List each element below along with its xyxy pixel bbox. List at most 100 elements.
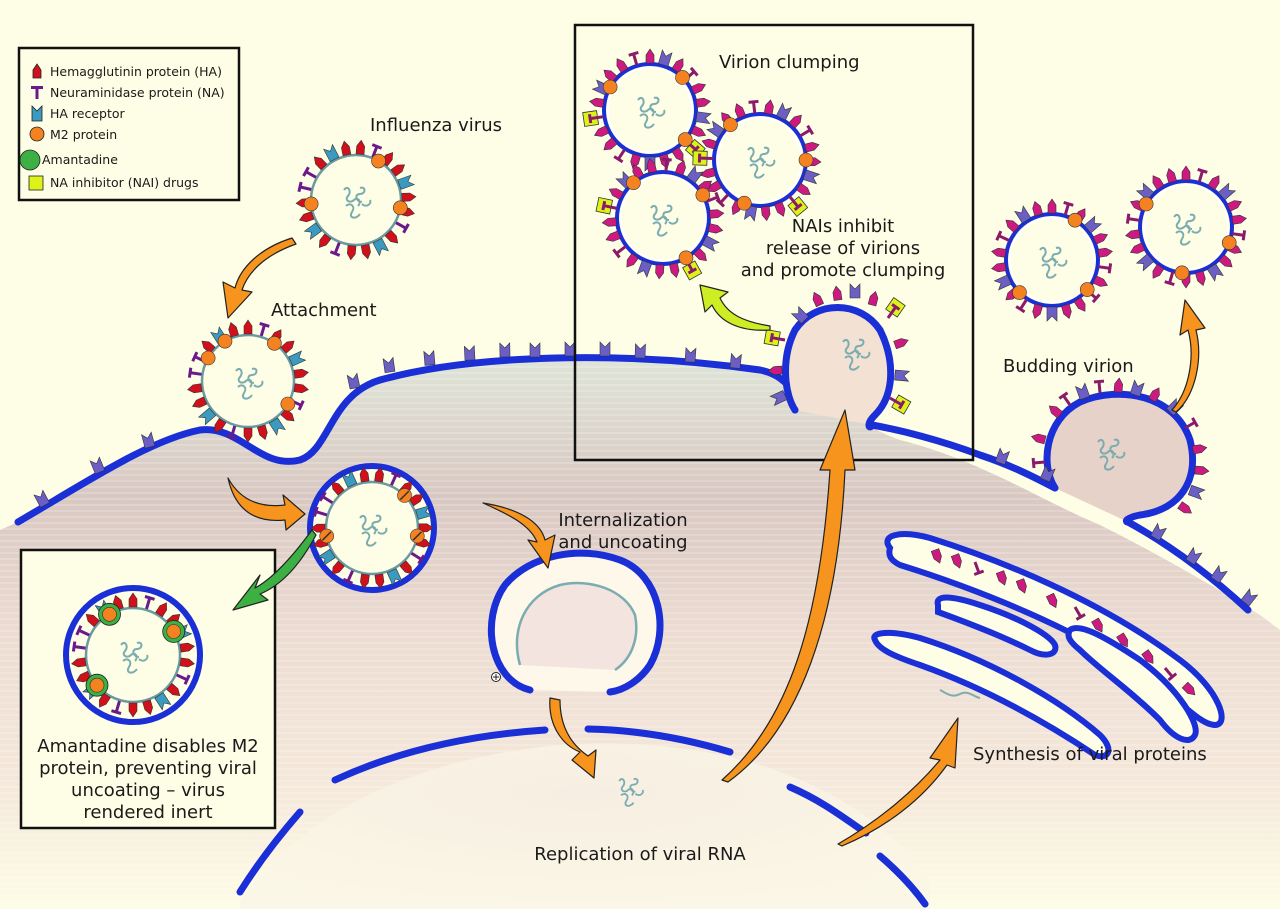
hemagglutinin-spike [128, 592, 138, 608]
hemagglutinin-spike [760, 205, 771, 222]
m2-protein [280, 396, 296, 412]
ha-receptor-spike [849, 283, 861, 299]
hemagglutinin-spike [142, 699, 153, 716]
hemagglutinin-spike [1015, 578, 1027, 594]
hemagglutinin-spike [930, 548, 942, 564]
golgi-apparatus [871, 531, 1225, 760]
virion-attaching [187, 319, 309, 443]
viral-rna [138, 654, 149, 662]
ha-receptor-spike [684, 346, 697, 363]
hemagglutinin-spike [347, 245, 357, 261]
arrow-amantadine-block [232, 529, 317, 611]
viral-rna [629, 778, 639, 793]
ha-receptor-spike [1150, 522, 1167, 541]
viral-mrna [939, 689, 981, 699]
hemagglutinin-spike [700, 167, 716, 178]
hemagglutinin-spike [374, 467, 384, 483]
neuraminidase-spike [628, 51, 639, 66]
hemagglutinin-spike [1231, 214, 1247, 225]
viral-rna [749, 163, 765, 179]
viral-rna [747, 146, 765, 167]
hemagglutinin-spike [293, 368, 309, 379]
hemagglutinin-spike [1141, 649, 1154, 664]
m2-protein [102, 606, 117, 622]
m2-protein [1138, 196, 1154, 212]
hemagglutinin-spike [763, 99, 774, 115]
neuraminidase-spike [71, 641, 86, 652]
viral-rna [361, 531, 377, 547]
viral-rna [343, 186, 361, 207]
neuraminidase-spike [995, 230, 1010, 242]
hemagglutinin-spike [1181, 165, 1191, 181]
viral-rna [1051, 246, 1062, 263]
ha-receptor-spike [372, 237, 389, 257]
ha-receptor-spike [323, 143, 340, 163]
hemagglutinin-spike [991, 262, 1007, 273]
hemagglutinin-spike [646, 157, 657, 174]
ha-receptor-spike [636, 260, 653, 278]
hemagglutinin-spike [85, 614, 100, 628]
viral-rna [237, 384, 253, 400]
m2-protein [1079, 282, 1095, 297]
legend: Hemagglutinin protein (HA) Neuraminidase… [17, 46, 241, 202]
ha-receptor-spike [695, 111, 712, 125]
legend-item-ha-receptor: HA receptor [31, 105, 126, 122]
hemagglutinin-spike [1130, 242, 1146, 254]
hemagglutinin-spike [603, 137, 618, 151]
nai-bound-neuraminidase [763, 329, 786, 347]
hemagglutinin-spike [812, 291, 825, 308]
ha-receptor-spike [790, 305, 809, 324]
ha-receptor-spike [1217, 182, 1237, 201]
hemagglutinin-spike [616, 58, 629, 74]
label-internalization-line2: and uncoating [558, 532, 687, 553]
m2-protein [1221, 235, 1237, 251]
ha-receptor-spike [994, 447, 1011, 466]
hemagglutinin-spike [690, 125, 706, 137]
ha-receptor-spike [775, 102, 793, 121]
m2-protein [166, 624, 182, 639]
neuraminidase-spike [715, 193, 730, 208]
hemagglutinin-spike [1181, 681, 1196, 696]
neuraminidase-spike [75, 625, 90, 637]
neuraminidase-spike [1058, 391, 1072, 406]
hemagglutinin-spike [99, 692, 111, 708]
viral-rna [377, 527, 388, 535]
viral-rna [361, 199, 372, 207]
neuraminidase-spike [111, 700, 122, 715]
m2-protein [736, 195, 752, 211]
hemagglutinin-spike [1148, 387, 1160, 403]
legend-label: Hemagglutinin protein (HA) [50, 64, 222, 79]
hemagglutinin-spike [804, 142, 820, 153]
hemagglutinin-spike [360, 573, 370, 589]
nai-bound-neuraminidase [885, 297, 906, 319]
legend-box [17, 46, 241, 202]
hemagglutinin-spike [796, 182, 811, 195]
m2-protein [678, 250, 694, 266]
neuraminidase-spike [1031, 457, 1046, 469]
hemagglutinin-spike [695, 97, 711, 108]
hemagglutinin-spike [359, 467, 370, 483]
nai-bound-neuraminidase [582, 110, 604, 127]
hemagglutinin-spike [1097, 247, 1113, 258]
viral-rna [1039, 246, 1057, 267]
hemagglutinin-spike [788, 114, 802, 129]
proton-icon [491, 672, 501, 682]
neuraminidase-spike [973, 561, 985, 576]
m2-protein [626, 175, 641, 191]
viral-rna [1099, 455, 1115, 471]
viral-rna [1109, 438, 1120, 455]
label-replication: Replication of viral RNA [534, 844, 746, 865]
ha-receptor-spike [599, 341, 611, 357]
hemagglutinin-spike [709, 209, 725, 219]
hemagglutinin-spike [603, 69, 618, 83]
neuraminidase-spike [1093, 379, 1105, 394]
hemagglutinin-spike [1125, 229, 1141, 240]
ha-receptor-spike [341, 469, 358, 488]
hemagglutinin-spike [1166, 167, 1177, 184]
viral-rna [235, 367, 253, 388]
hemagglutinin-spike [1005, 219, 1020, 233]
neuraminidase-spike [176, 673, 191, 685]
neuraminidase-spike [799, 124, 815, 138]
arrow-nai-clumping [699, 284, 771, 331]
hemagglutinin-spike [701, 138, 717, 150]
